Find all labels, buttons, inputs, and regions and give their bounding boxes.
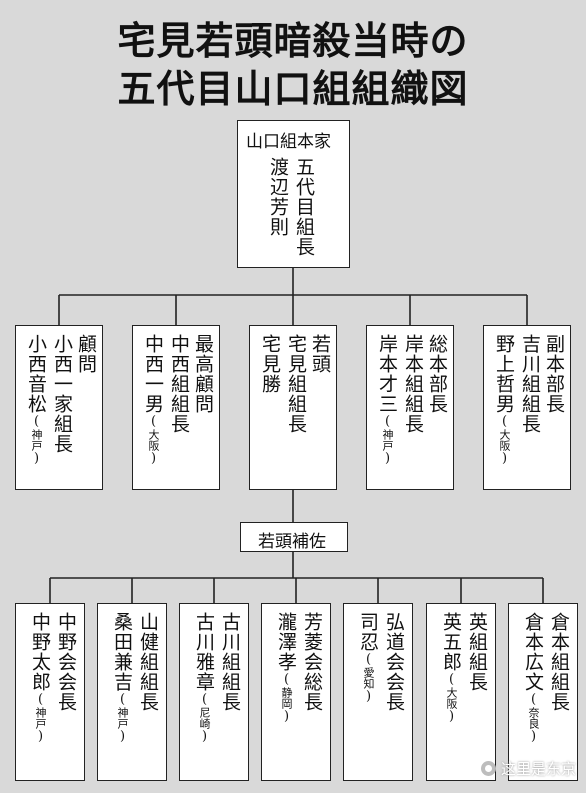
chart-title-line2: 五代目山口組組織図 bbox=[117, 66, 469, 111]
assistant-label-box: 若頭補佐 bbox=[240, 522, 348, 552]
assistant-name: 中野太郎(神戸) bbox=[29, 612, 51, 744]
chart-title-line1: 宅見若頭暗殺当時の bbox=[117, 18, 469, 63]
assistant-box: 芳菱会総長 瀧澤孝(静岡) bbox=[261, 603, 331, 781]
boss-name: 渡辺芳則 bbox=[267, 157, 289, 237]
assistant-affiliation: 山健組組長 bbox=[137, 612, 159, 712]
assistant-box: 中野会会長 中野太郎(神戸) bbox=[15, 603, 85, 781]
assistant-affiliation: 中野会会長 bbox=[55, 612, 77, 712]
boss-box: 山口組本家 五代目組長 渡辺芳則 bbox=[237, 120, 350, 268]
executive-name: 野上哲男(大阪) bbox=[493, 334, 515, 466]
executive-role: 総本部長 bbox=[426, 334, 448, 414]
assistant-box: 倉本組組長 倉本広文(奈良) bbox=[508, 603, 578, 781]
executive-box-deputy-chief: 副本部長 吉川組組長 野上哲男(大阪) bbox=[483, 325, 571, 490]
assistant-name: 英五郎(大阪) bbox=[440, 612, 462, 724]
assistant-affiliation: 古川組組長 bbox=[219, 612, 241, 712]
executive-affiliation: 小西一家組長 bbox=[51, 334, 73, 454]
executive-name: 岸本才三(神戸) bbox=[376, 334, 398, 466]
assistant-affiliation: 英組組長 bbox=[466, 612, 488, 692]
executive-role: 最高顧問 bbox=[192, 334, 214, 414]
assistant-box: 山健組組長 桑田兼吉(神戸) bbox=[97, 603, 167, 781]
executive-box-wakagashira: 若頭 宅見組組長 宅見勝 bbox=[249, 325, 337, 490]
executive-affiliation: 中西組組長 bbox=[168, 334, 190, 434]
watermark: 这里是东京 bbox=[480, 758, 576, 779]
assistant-affiliation: 弘道会会長 bbox=[383, 612, 405, 712]
assistant-name: 古川雅章(尼崎) bbox=[193, 612, 215, 744]
assistant-label: 若頭補佐 bbox=[258, 532, 326, 552]
executive-box-advisor: 顧問 小西一家組長 小西音松(神戸) bbox=[15, 325, 103, 490]
watermark-text: 这里是东京 bbox=[500, 760, 576, 778]
executive-name: 宅見勝 bbox=[259, 334, 281, 394]
executive-role: 若頭 bbox=[309, 334, 331, 374]
assistant-name: 司忍(愛知) bbox=[357, 612, 379, 704]
assistant-box: 英組組長 英五郎(大阪) bbox=[426, 603, 496, 781]
executive-role: 顧問 bbox=[75, 334, 97, 374]
assistant-name: 倉本広文(奈良) bbox=[522, 612, 544, 744]
assistant-name: 瀧澤孝(静岡) bbox=[275, 612, 297, 724]
executive-affiliation: 吉川組組長 bbox=[519, 334, 541, 434]
executive-box-supreme-advisor: 最高顧問 中西組組長 中西一男(大阪) bbox=[132, 325, 220, 490]
boss-role: 五代目組長 bbox=[293, 157, 315, 257]
assistant-name: 桑田兼吉(神戸) bbox=[111, 612, 133, 744]
executive-role: 副本部長 bbox=[543, 334, 565, 414]
assistant-affiliation: 倉本組組長 bbox=[548, 612, 570, 712]
executive-affiliation: 宅見組組長 bbox=[285, 334, 307, 434]
executive-affiliation: 岸本組組長 bbox=[402, 334, 424, 434]
wechat-icon bbox=[480, 761, 496, 776]
executive-name: 中西一男(大阪) bbox=[142, 334, 164, 466]
executive-box-headquarters-chief: 総本部長 岸本組組長 岸本才三(神戸) bbox=[366, 325, 454, 490]
assistant-box: 弘道会会長 司忍(愛知) bbox=[343, 603, 413, 781]
boss-header: 山口組本家 bbox=[246, 132, 331, 152]
assistant-affiliation: 芳菱会総長 bbox=[301, 612, 323, 712]
executive-name: 小西音松(神戸) bbox=[25, 334, 47, 466]
assistant-box: 古川組組長 古川雅章(尼崎) bbox=[179, 603, 249, 781]
